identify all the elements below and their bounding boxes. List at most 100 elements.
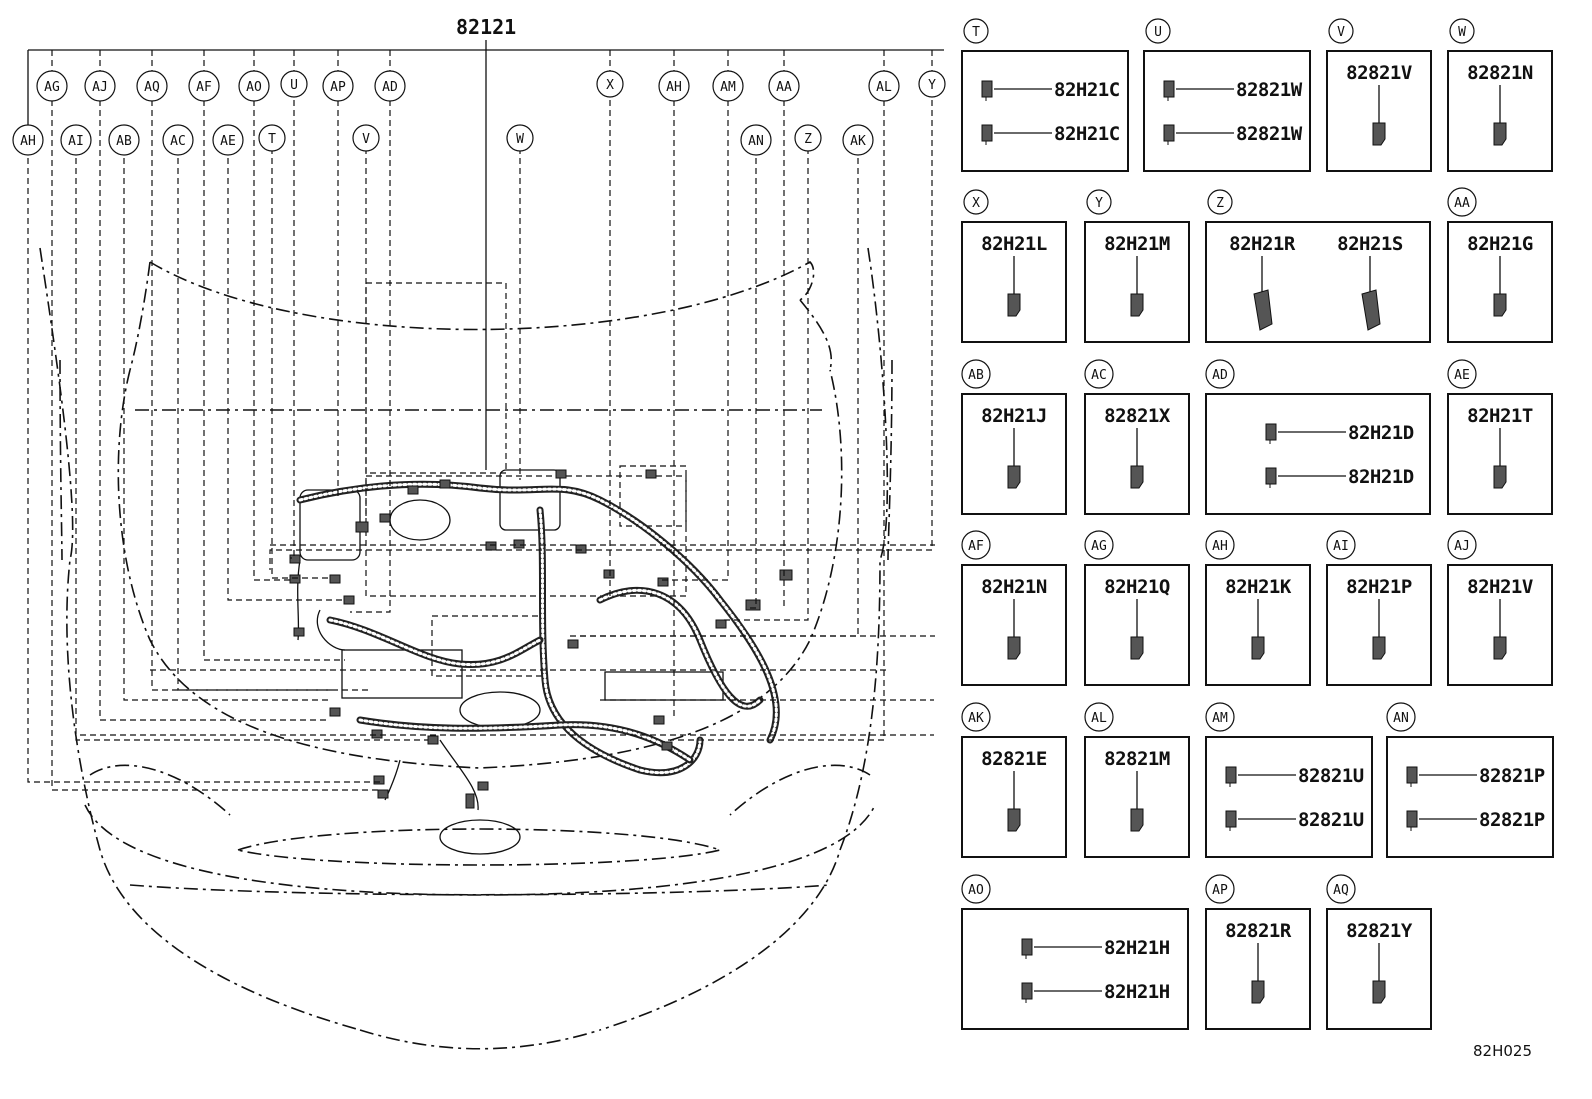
callout-ab[interactable]: AB (108, 124, 140, 156)
catalog-box (1205, 736, 1373, 858)
catalog-label-circle (961, 359, 991, 389)
callout-aq[interactable]: AQ (136, 70, 168, 102)
svg-text:W: W (516, 132, 524, 147)
part-number: 82H21C (1054, 123, 1120, 145)
catalog-label-w: W (1458, 25, 1466, 40)
callout-ap[interactable]: AP (322, 70, 354, 102)
catalog-label-ab: AB (968, 368, 984, 383)
connector-icon (1493, 122, 1507, 146)
catalog-label-circle (1449, 18, 1475, 44)
part-number: 82821W (1236, 123, 1303, 145)
callout-aa[interactable]: AA (768, 70, 800, 102)
catalog-label-al: AL (1091, 711, 1107, 726)
connector-icon (1163, 80, 1175, 101)
connector-icon (1493, 293, 1507, 317)
svg-text:AF: AF (196, 80, 212, 95)
catalog-box (961, 50, 1129, 172)
connector-icon (1021, 938, 1033, 959)
callout-t[interactable]: T (258, 124, 286, 152)
callout-ac[interactable]: AC (162, 124, 194, 156)
catalog-label-circle (1084, 530, 1114, 560)
callout-x[interactable]: X (596, 70, 624, 98)
part-number: 82821P (1479, 765, 1545, 787)
callout-ah[interactable]: AH (12, 124, 44, 156)
part-number: 82821W (1236, 79, 1303, 101)
callout-ao[interactable]: AO (238, 70, 270, 102)
svg-text:AM: AM (720, 80, 736, 95)
catalog-box (1143, 50, 1311, 172)
part-number: 82H21V (1467, 576, 1533, 598)
connector-icon (1251, 636, 1265, 660)
callout-ae[interactable]: AE (212, 124, 244, 156)
callout-af[interactable]: AF (188, 70, 220, 102)
callout-ak[interactable]: AK (842, 124, 874, 156)
part-number: 82H21K (1225, 576, 1292, 598)
connector-icon (1130, 293, 1144, 317)
callout-al[interactable]: AL (868, 70, 900, 102)
part-number: 82H21S (1337, 233, 1403, 255)
catalog-box (1205, 221, 1431, 343)
svg-text:AA: AA (776, 80, 792, 95)
catalog-cell-ah[interactable]: AH 82H21K (1205, 530, 1311, 686)
catalog-label-ah: AH (1212, 539, 1228, 554)
svg-text:AC: AC (170, 134, 186, 149)
svg-text:T: T (268, 132, 276, 147)
catalog-label-af: AF (968, 539, 984, 554)
connector-icon (1265, 423, 1277, 444)
callout-ah-top[interactable]: AH (658, 70, 690, 102)
callout-am[interactable]: AM (712, 70, 744, 102)
catalog-label-circle (1326, 874, 1356, 904)
callout-y[interactable]: Y (918, 70, 946, 98)
callout-v[interactable]: V (352, 124, 380, 152)
callout-ai[interactable]: AI (60, 124, 92, 156)
catalog-label-circle (1205, 359, 1235, 389)
svg-text:AQ: AQ (144, 80, 160, 95)
catalog-label-circle (1205, 874, 1235, 904)
callout-w[interactable]: W (506, 124, 534, 152)
part-number: 82H21H (1104, 937, 1170, 959)
catalog-label-ae: AE (1454, 368, 1470, 383)
connector-icon (981, 124, 993, 145)
connector-icon (1372, 980, 1386, 1004)
connector-icon (1265, 467, 1277, 488)
svg-text:AH: AH (666, 80, 682, 95)
callout-aj[interactable]: AJ (84, 70, 116, 102)
svg-text:AL: AL (876, 80, 892, 95)
callout-u[interactable]: U (280, 70, 308, 98)
connector-icon (1406, 810, 1418, 831)
callout-an[interactable]: AN (740, 124, 772, 156)
catalog-label-ap: AP (1212, 883, 1228, 898)
callout-ag[interactable]: AG (36, 70, 68, 102)
part-number: 82821V (1346, 62, 1412, 84)
svg-text:AJ: AJ (92, 80, 108, 95)
part-number: 82H21G (1467, 233, 1533, 255)
svg-text:AI: AI (68, 134, 84, 149)
callout-z[interactable]: Z (794, 124, 822, 152)
callout-ad[interactable]: AD (374, 70, 406, 102)
catalog-box (1084, 221, 1190, 343)
catalog-label-x: X (972, 196, 980, 211)
